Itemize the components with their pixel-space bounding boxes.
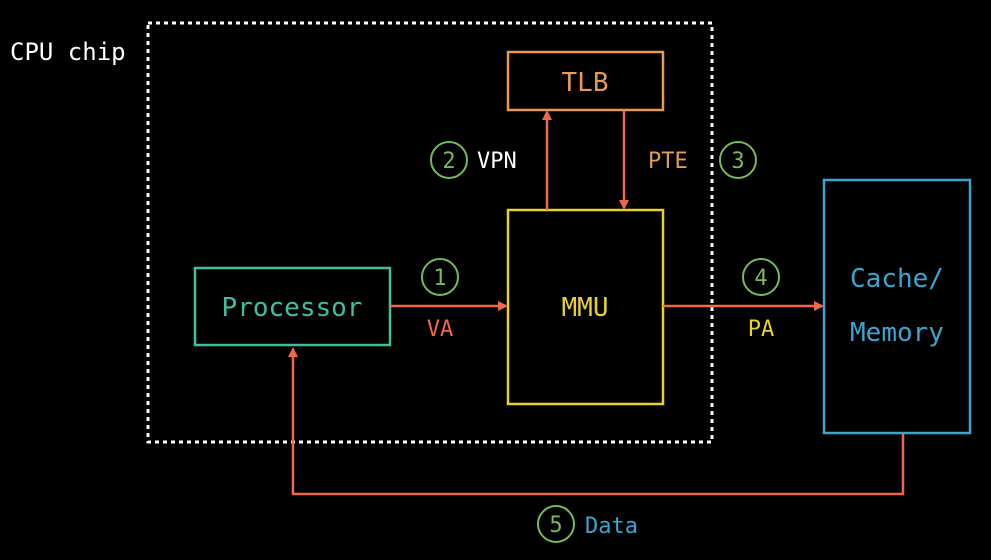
cpu-chip-label: CPU chip xyxy=(10,38,126,66)
tlb-box xyxy=(506,50,665,112)
step-4-number: 4 xyxy=(754,266,767,291)
arrow-data xyxy=(288,347,905,496)
step-2-number: 2 xyxy=(442,149,455,174)
mmu-label: MMU xyxy=(562,293,609,323)
cpu-chip-boundary xyxy=(146,21,714,444)
step-3-number: 3 xyxy=(731,149,744,174)
step-2-label: VPN xyxy=(477,149,517,174)
tlb-label: TLB xyxy=(562,68,609,98)
step-4-label: PA xyxy=(748,317,775,342)
step-5-number: 5 xyxy=(549,513,562,538)
cache-memory-box xyxy=(822,178,972,435)
step-1-label: VA xyxy=(427,317,454,342)
step-4-circle xyxy=(742,258,780,296)
step-3-label: PTE xyxy=(648,149,688,174)
processor-label: Processor xyxy=(222,293,363,323)
step-5-label: Data xyxy=(585,514,638,539)
step-5-circle xyxy=(537,505,575,543)
step-1-circle xyxy=(421,258,459,296)
step-2-circle xyxy=(430,141,468,179)
cache-label-line1: Cache/ xyxy=(850,264,944,294)
step-3-circle xyxy=(719,141,757,179)
cache-label-line2: Memory xyxy=(850,318,944,348)
step-1-number: 1 xyxy=(433,266,446,291)
